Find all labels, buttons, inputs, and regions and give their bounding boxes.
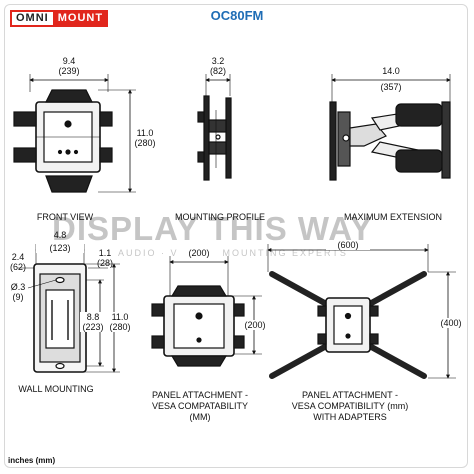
front-view-drawing bbox=[13, 74, 136, 193]
wall-width-mm-label: (123) bbox=[36, 243, 84, 253]
front-width-label: 9.4 (239) bbox=[44, 56, 94, 76]
watermark-subtext: AUDIO · VIDEO · MOUNTING EXPERTS bbox=[118, 248, 348, 258]
vesa-horizontal-mm: (200) bbox=[188, 248, 210, 258]
extension-length-in: 14.0 bbox=[382, 66, 400, 76]
mounting-profile-label: MOUNTING PROFILE bbox=[174, 212, 265, 222]
vesa-vertical-label: (200) bbox=[240, 320, 270, 330]
vesa-label: PANEL ATTACHMENT - VESA COMPATABILITY (M… bbox=[138, 390, 262, 423]
adapters-horizontal-label: (600) bbox=[326, 240, 370, 250]
vesa-panel-drawing bbox=[151, 256, 262, 367]
wall-top-offset-in: 2.4 bbox=[11, 252, 25, 262]
profile-depth-in: 3.2 bbox=[211, 56, 225, 66]
maximum-extension-label: MAXIMUM EXTENSION bbox=[343, 212, 442, 222]
wall-hole-mm: (9) bbox=[12, 292, 24, 302]
profile-depth-mm: (82) bbox=[209, 66, 226, 76]
wall-hole-in: Ø.3 bbox=[10, 282, 26, 292]
wall-top-offset-mm: (62) bbox=[9, 262, 26, 272]
extension-length-label: 14.0 bbox=[366, 66, 416, 76]
adapters-vertical-label: (400) bbox=[436, 318, 466, 328]
wall-hole-span-label: 8.8 (223) bbox=[80, 312, 106, 332]
adapters-horizontal-mm: (600) bbox=[337, 240, 359, 250]
logo-omni: OMNI bbox=[10, 10, 53, 27]
units-note: inches (mm) bbox=[8, 456, 56, 465]
vesa-label-line3: (MM) bbox=[189, 412, 211, 422]
vesa-horizontal-label: (200) bbox=[178, 248, 220, 258]
front-height-label: 11.0 (280) bbox=[128, 128, 162, 148]
model-number: OC80FM bbox=[210, 8, 264, 23]
extension-length-mm: (357) bbox=[380, 82, 402, 92]
vesa-vertical-mm: (200) bbox=[244, 320, 266, 330]
adapters-label-line2: VESA COMPATIBILITY (mm) bbox=[291, 401, 409, 411]
wall-mounting-drawing bbox=[18, 244, 120, 373]
wall-hole-span-mm: (223) bbox=[82, 322, 104, 332]
adapters-drawing bbox=[267, 244, 456, 379]
wall-side-offset-in: 1.1 bbox=[98, 248, 112, 258]
wall-hole-span-in: 8.8 bbox=[86, 312, 100, 322]
wall-height-in: 11.0 bbox=[111, 312, 129, 322]
adapters-label-line3: WITH ADAPTERS bbox=[313, 412, 387, 422]
wall-width-label: 4.8 bbox=[36, 230, 84, 240]
front-width-mm: (239) bbox=[58, 66, 80, 76]
front-width-in: 9.4 bbox=[62, 56, 76, 66]
wall-width-in: 4.8 bbox=[53, 230, 67, 240]
wall-height-label: 11.0 (280) bbox=[106, 312, 134, 332]
wall-mounting-label: WALL MOUNTING bbox=[18, 384, 94, 394]
card-frame bbox=[4, 4, 468, 468]
adapters-vertical-mm: (400) bbox=[440, 318, 462, 328]
wall-side-offset-mm: (28) bbox=[96, 258, 113, 268]
logo-mount: MOUNT bbox=[52, 10, 109, 27]
mounting-profile-drawing bbox=[197, 74, 232, 181]
front-height-mm: (280) bbox=[134, 138, 156, 148]
wall-side-offset-label: 1.1 (28) bbox=[90, 248, 120, 268]
wall-height-mm: (280) bbox=[109, 322, 131, 332]
wall-width-mm: (123) bbox=[49, 243, 71, 253]
maximum-extension-drawing bbox=[329, 74, 451, 181]
omnimount-logo: OMNI MOUNT bbox=[10, 10, 109, 27]
vesa-label-line2: VESA COMPATABILITY bbox=[151, 401, 249, 411]
profile-depth-label: 3.2 (82) bbox=[200, 56, 236, 76]
front-view-label: FRONT VIEW bbox=[36, 212, 94, 222]
adapters-label-line1: PANEL ATTACHMENT - bbox=[301, 390, 398, 400]
wall-top-offset-label: 2.4 (62) bbox=[4, 252, 32, 272]
extension-length-mm-label: (357) bbox=[366, 82, 416, 92]
adapters-label: PANEL ATTACHMENT - VESA COMPATIBILITY (m… bbox=[272, 390, 428, 423]
wall-hole-label: Ø.3 (9) bbox=[4, 282, 32, 302]
vesa-label-line1: PANEL ATTACHMENT - bbox=[151, 390, 248, 400]
watermark-text: DISPLAY THIS WAY bbox=[52, 210, 374, 247]
front-height-in: 11.0 bbox=[136, 128, 154, 138]
